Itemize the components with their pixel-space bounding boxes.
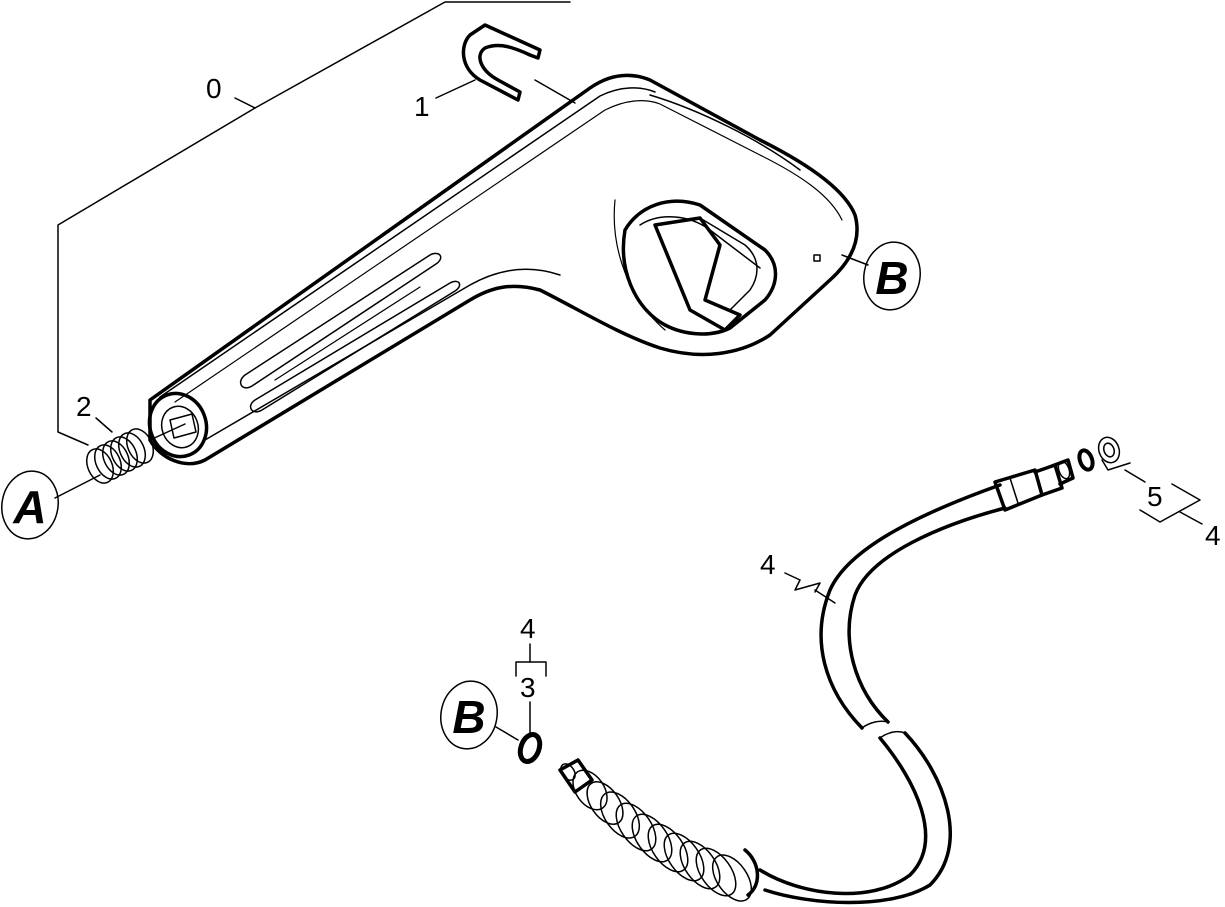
crimp-sleeve xyxy=(572,769,760,902)
part-label-5: 5 xyxy=(1147,481,1163,512)
gun-housing xyxy=(147,73,859,466)
washer-upper xyxy=(1097,436,1121,464)
o-ring-lower xyxy=(517,731,543,765)
part-labels: 0 1 2 3 4 4 5 4 xyxy=(76,73,1221,703)
part-label-0: 0 xyxy=(206,73,222,104)
callout-b-lower-text: B xyxy=(452,691,485,743)
leader-lines xyxy=(54,1,1203,741)
spring xyxy=(85,423,186,484)
callout-b-lower: B xyxy=(440,680,498,750)
callout-a: A xyxy=(1,470,59,540)
o-ring-upper xyxy=(1077,448,1095,472)
callout-a-text: A xyxy=(12,481,46,533)
part-label-4-right: 4 xyxy=(1205,520,1221,551)
part-label-4-mid: 4 xyxy=(760,549,776,580)
retaining-clip xyxy=(461,23,542,102)
part-label-1: 1 xyxy=(414,91,430,122)
callout-b-upper: B xyxy=(863,241,921,311)
callout-b-upper-text: B xyxy=(875,252,908,304)
hose-assembly xyxy=(558,458,1075,905)
part-label-4-lower: 4 xyxy=(520,613,536,644)
part-label-2: 2 xyxy=(76,391,92,422)
part-label-3: 3 xyxy=(520,672,536,703)
